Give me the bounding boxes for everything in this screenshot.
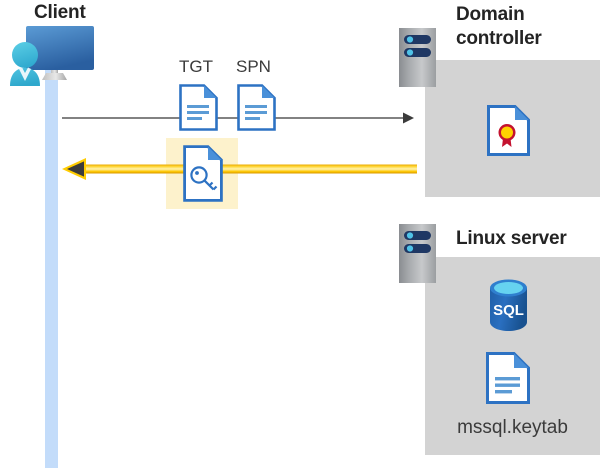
tgt-label: TGT [179,57,213,76]
client-lifeline [45,56,58,468]
response-arrow [62,158,417,180]
client-label: Client [34,2,86,23]
linux-server-label: Linux server [456,228,567,249]
tgt-document-icon [179,84,218,131]
key-document-icon [183,145,223,202]
certificate-document-icon [487,105,530,156]
spn-document-icon [237,84,276,131]
domain-controller-server-rack-icon [399,28,436,87]
keytab-filename-label: mssql.keytab [457,417,568,438]
request-arrow [62,112,414,124]
linux-server-rack-icon [399,224,436,283]
spn-label: SPN [236,57,271,76]
client-workstation-user-icon [6,24,98,86]
keytab-document-icon [486,352,530,404]
domain-controller-label-line2: controller [456,28,542,49]
sql-database-icon: SQL [483,277,534,333]
sql-database-text: SQL [493,302,524,319]
domain-controller-label-line1: Domain [456,4,525,25]
domain-controller-label: Domain controller [456,3,596,51]
